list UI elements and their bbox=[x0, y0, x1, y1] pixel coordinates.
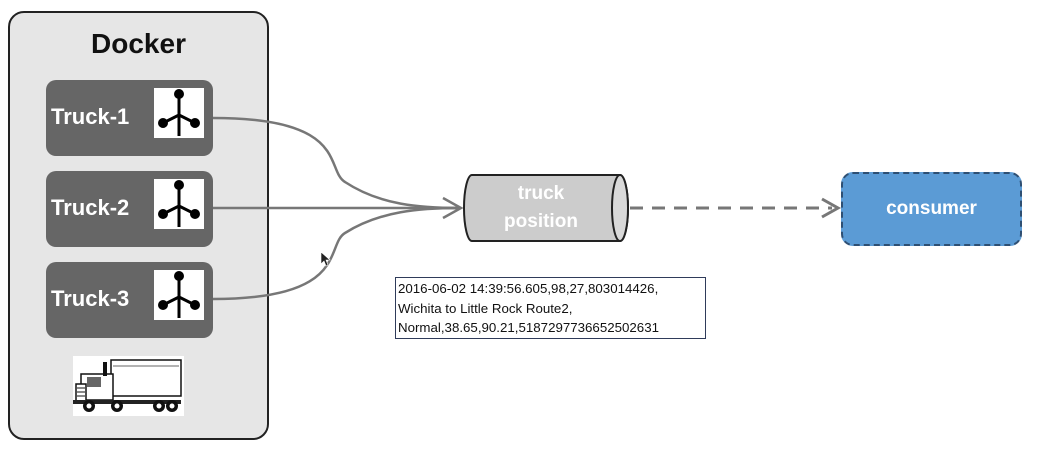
arrowhead-icon bbox=[442, 196, 464, 220]
topic-cylinder bbox=[463, 174, 629, 242]
truck-3-label: Truck-3 bbox=[51, 286, 130, 311]
topic-label: truck position bbox=[466, 180, 616, 236]
mouse-pointer-icon bbox=[320, 251, 331, 267]
producer-icon bbox=[154, 88, 204, 138]
truck-3-connector bbox=[212, 206, 461, 301]
truck-1-label: Truck-1 bbox=[51, 104, 130, 129]
sample-message: 2016-06-02 14:39:56.605,98,27,803014426,… bbox=[395, 277, 706, 339]
message-line-3: Normal,38.65,90.21,5187297736652502631 bbox=[398, 320, 659, 335]
producer-icon bbox=[154, 270, 204, 320]
arrowhead-icon bbox=[821, 197, 842, 219]
message-line-1: 2016-06-02 14:39:56.605,98,27,803014426, bbox=[398, 281, 659, 296]
truck-2-label: Truck-2 bbox=[51, 195, 130, 220]
consumer-node: consumer bbox=[841, 172, 1022, 246]
truck-2-node: Truck-2 bbox=[46, 171, 213, 247]
consumer-label: consumer bbox=[886, 198, 977, 219]
producer-icon bbox=[154, 179, 204, 229]
docker-title: Docker bbox=[91, 28, 186, 59]
topic-label-line1: truck bbox=[517, 183, 565, 204]
topic-label-line2: position bbox=[504, 211, 578, 232]
message-line-2: Wichita to Little Rock Route2, bbox=[398, 300, 573, 316]
truck-1-connector bbox=[212, 116, 461, 210]
semi-truck-icon bbox=[73, 356, 184, 416]
truck-3-node: Truck-3 bbox=[46, 262, 213, 338]
truck-1-node: Truck-1 bbox=[46, 80, 213, 156]
